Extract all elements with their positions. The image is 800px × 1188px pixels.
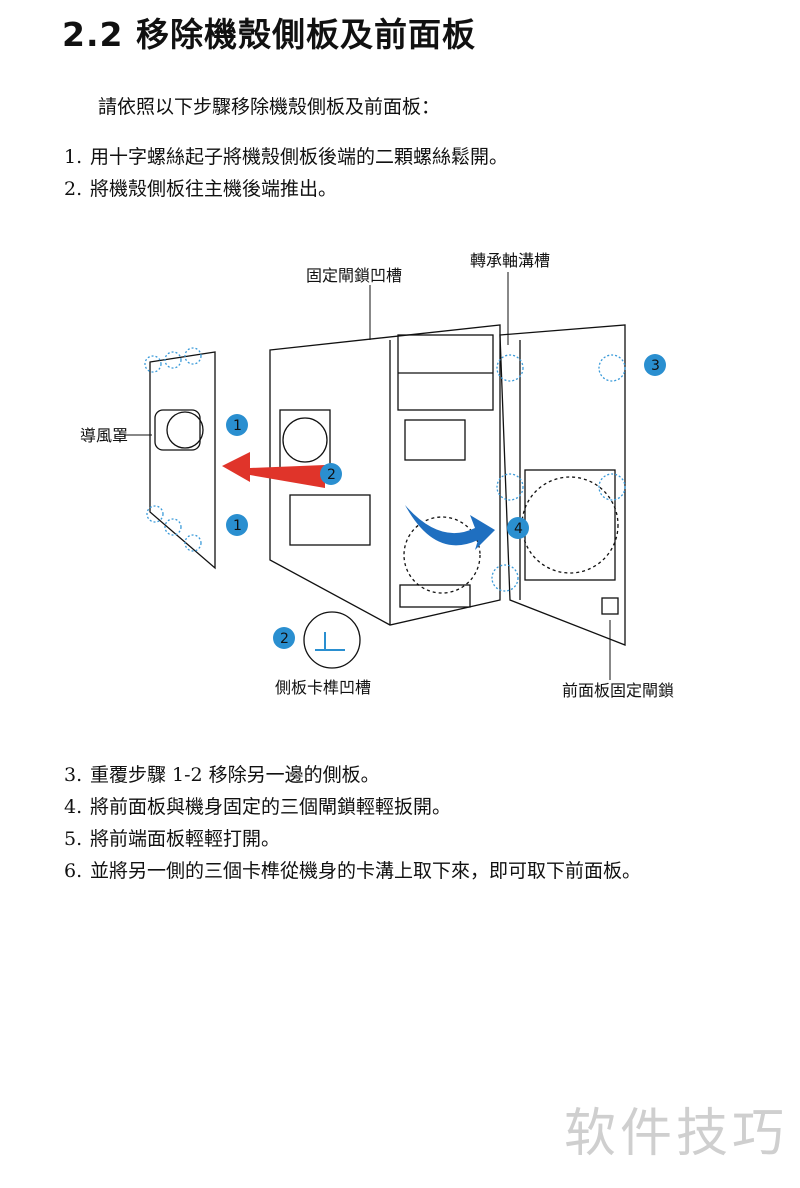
step-number: 4.	[64, 796, 83, 818]
step-text: 將前面板與機身固定的三個閘鎖輕輕扳開。	[90, 796, 452, 818]
label-air-duct: 導風罩	[80, 426, 128, 445]
front-panel	[491, 324, 626, 646]
open-front-arrow	[405, 505, 495, 550]
case-diagram: 固定閘鎖凹槽 轉承軸溝槽 導風罩 側板卡榫凹槽 前面板固定閘鎖 1 1 2 2 …	[80, 251, 674, 700]
svg-text:2: 2	[327, 467, 336, 483]
step-text: 重覆步驟 1-2 移除另一邊的側板。	[90, 764, 380, 786]
step-badge: 1	[226, 514, 248, 536]
detail-callout	[303, 611, 361, 669]
step-number: 2.	[64, 178, 83, 200]
step-number: 5.	[64, 828, 83, 850]
step-number: 1.	[64, 146, 83, 168]
svg-text:3: 3	[651, 358, 660, 374]
svg-text:1: 1	[233, 418, 242, 434]
chassis	[269, 324, 501, 626]
step-text: 用十字螺絲起子將機殼側板後端的二顆螺絲鬆開。	[90, 146, 509, 168]
intro-text: 請依照以下步驟移除機殼側板及前面板：	[98, 96, 441, 118]
step-badge: 1	[226, 414, 248, 436]
step-text: 將前端面板輕輕打開。	[90, 828, 281, 850]
step-number: 6.	[64, 860, 83, 882]
step-item: 1. 用十字螺絲起子將機殼側板後端的二顆螺絲鬆開。	[64, 142, 508, 169]
watermark: 软件技巧	[563, 1104, 788, 1164]
step-badge: 2	[273, 627, 295, 649]
step-badge: 3	[644, 354, 666, 376]
svg-text:4: 4	[514, 521, 523, 537]
step-item: 3. 重覆步驟 1-2 移除另一邊的側板。	[64, 760, 380, 787]
step-item: 5. 將前端面板輕輕打開。	[64, 824, 280, 851]
svg-text:1: 1	[233, 518, 242, 534]
page-title: 2.2 移除機殼側板及前面板	[62, 15, 476, 54]
step-item: 4. 將前面板與機身固定的三個閘鎖輕輕扳開。	[64, 792, 451, 819]
step-badge: 2	[320, 463, 342, 485]
label-hinge-groove: 轉承軸溝槽	[470, 251, 550, 270]
step-text: 並將另一側的三個卡榫從機身的卡溝上取下來，即可取下前面板。	[90, 860, 642, 882]
step-item: 6. 並將另一側的三個卡榫從機身的卡溝上取下來，即可取下前面板。	[64, 856, 641, 883]
side-panel	[144, 347, 216, 570]
step-badge: 4	[507, 517, 529, 539]
label-lock-groove: 固定閘鎖凹槽	[306, 266, 402, 285]
svg-text:2: 2	[280, 631, 289, 647]
step-item: 2. 將機殼側板往主機後端推出。	[64, 174, 337, 201]
label-front-lock: 前面板固定閘鎖	[562, 681, 674, 700]
remove-panel-arrow	[222, 452, 325, 488]
label-side-tenon-groove: 側板卡榫凹槽	[275, 678, 371, 697]
step-text: 將機殼側板往主機後端推出。	[90, 178, 338, 200]
step-number: 3.	[64, 764, 83, 786]
